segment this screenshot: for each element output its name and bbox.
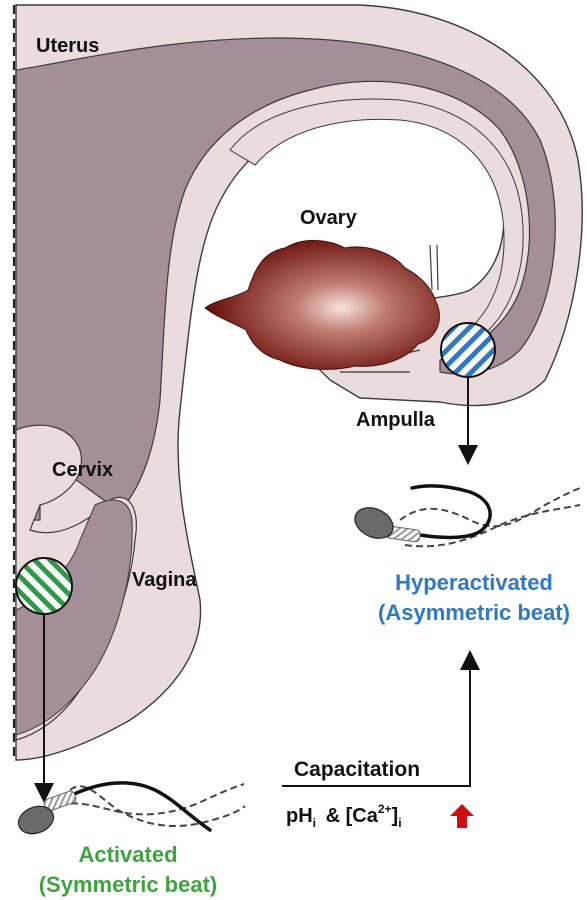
ovary-shape (205, 240, 439, 369)
vagina-zoom-circle (16, 558, 72, 614)
hyperactivated-sperm (350, 486, 580, 546)
ampulla-zoom-circle (441, 323, 495, 377)
uterus-label: Uterus (36, 35, 99, 57)
ion-change-label: pHi & [Ca2+]i (286, 802, 402, 830)
hyperactivated-subtitle: (Asymmetric beat) (378, 600, 570, 625)
vagina-label: Vagina (132, 569, 197, 591)
activated-title: Activated (78, 842, 177, 867)
reproductive-tract (16, 5, 582, 760)
hyperactivated-title: Hyperactivated (395, 570, 553, 595)
capacitation-label: Capacitation (294, 758, 420, 781)
cervix-label: Cervix (52, 459, 113, 481)
up-arrow-icon (450, 804, 474, 828)
activated-sperm (15, 783, 245, 839)
hyperactivated-flagellum (412, 486, 490, 538)
ampulla-label: Ampulla (356, 409, 436, 431)
activated-subtitle: (Symmetric beat) (39, 872, 218, 897)
hyperactivated-alt-flagellum-2 (405, 505, 580, 546)
ovary-label: Ovary (300, 207, 358, 229)
